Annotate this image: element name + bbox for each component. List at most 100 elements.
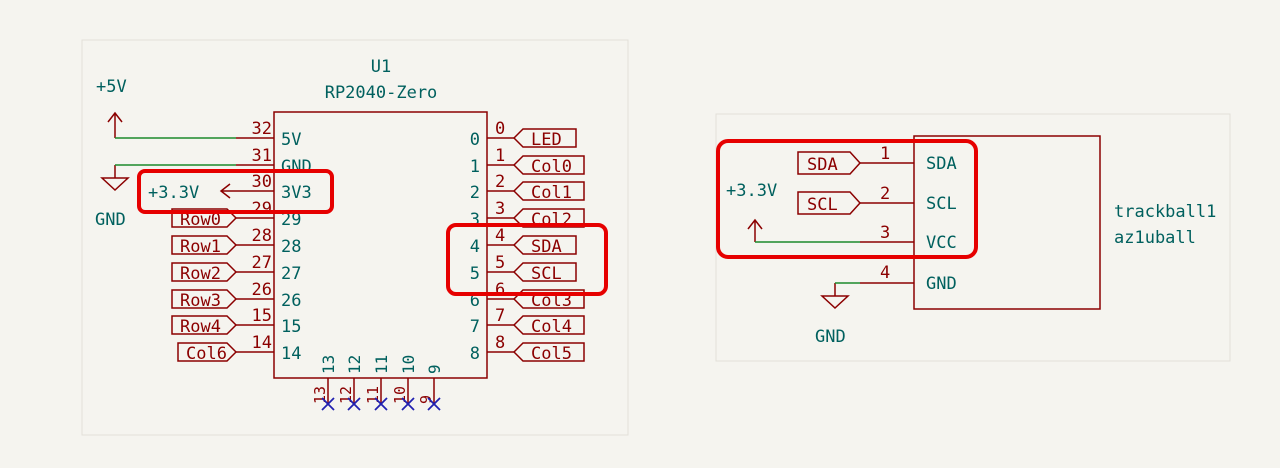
trackball-pin-number: 1	[880, 144, 890, 164]
trackball-pin-name: GND	[926, 274, 957, 294]
u1-pin-number: 9	[417, 395, 435, 404]
u1-pin-name: 4	[470, 237, 480, 257]
sheet-frame-left	[81, 39, 629, 436]
u1-component[interactable]: U1 RP2040-Zero	[236, 57, 514, 404]
trackball-pin-name: VCC	[926, 233, 957, 253]
u1-pin-name: 1	[470, 157, 480, 177]
u1-pin-name: 5	[470, 264, 480, 284]
trackball-gnd-symbol[interactable]: GND	[815, 283, 850, 347]
net-label[interactable]: Col5	[531, 344, 572, 364]
u1-pin-name: 11	[372, 355, 391, 374]
highlight-sda-scl	[446, 223, 608, 296]
u1-pin-name: 26	[281, 291, 301, 311]
no-connect-markers	[321, 397, 441, 411]
u1-pin-number: 28	[252, 226, 272, 246]
u1-pin-name: 2	[470, 183, 480, 203]
u1-pin-number: 15	[252, 306, 272, 326]
trackball-ref: trackball1	[1114, 202, 1216, 222]
net-label[interactable]: Row3	[180, 291, 221, 311]
power-arrow-icon	[747, 218, 763, 242]
u1-pin-name: 13	[319, 355, 338, 374]
power-5v-label: +5V	[96, 77, 127, 97]
trackball-3v3-symbol[interactable]: +3.3V	[726, 181, 777, 242]
u1-body	[273, 111, 488, 379]
trackball-value: az1uball	[1114, 228, 1196, 248]
highlight-3v3	[137, 169, 334, 214]
u1-pin-number: 8	[495, 333, 505, 353]
u1-pin-name: 3	[470, 210, 480, 230]
trackball-component[interactable]: 1 2 3 4 SDA SCL VCC GND trackball1 az1ub…	[860, 135, 1216, 310]
net-label[interactable]: SCL	[807, 195, 838, 215]
u1-pin-name: GND	[281, 157, 312, 177]
u1-pin-number: 7	[495, 306, 505, 326]
trackball-pin-name: SDA	[926, 154, 957, 174]
u1-pin-number: 5	[495, 253, 505, 273]
u1-pin-name: 9	[425, 364, 444, 374]
u1-pin-number: 29	[252, 199, 272, 219]
u1-pin-name: 8	[470, 344, 480, 364]
u1-pin-name: 27	[281, 264, 301, 284]
net-label[interactable]: LED	[531, 130, 562, 150]
net-label[interactable]: Col6	[186, 344, 227, 364]
net-label[interactable]: SCL	[531, 264, 562, 284]
u1-pin-number: 32	[252, 119, 272, 139]
gnd-label: GND	[95, 210, 126, 230]
right-label-shapes	[512, 128, 585, 362]
u1-pin-number: 6	[495, 280, 505, 300]
left-label-shapes	[171, 208, 238, 362]
net-label[interactable]: Row0	[180, 210, 221, 230]
net-label[interactable]: SDA	[531, 237, 562, 257]
u1-pin-number: 2	[495, 172, 505, 192]
u1-right-pin-lines	[487, 137, 514, 353]
u1-pin-number: 31	[252, 146, 272, 166]
u1-pin-name: 5V	[281, 130, 301, 150]
trackball-3v3-label: +3.3V	[726, 181, 777, 201]
trackball-gnd-label: GND	[815, 327, 846, 347]
trackball-pin-number: 4	[880, 263, 890, 283]
u1-pin-name: 6	[470, 291, 480, 311]
ground-icon	[820, 283, 850, 310]
u1-pin-number: 3	[495, 199, 505, 219]
trackball-pin-name: SCL	[926, 194, 957, 214]
u1-pin-name: 10	[399, 355, 418, 374]
u1-pin-name: 29	[281, 210, 301, 230]
power-5v-symbol[interactable]: +5V	[96, 77, 127, 138]
net-label[interactable]: Row1	[180, 237, 221, 257]
u1-pin-number: 0	[495, 119, 505, 139]
u1-pin-name: 7	[470, 317, 480, 337]
net-label[interactable]: Row4	[180, 317, 221, 337]
u1-pin-name: 14	[281, 344, 301, 364]
u1-pin-name: 12	[345, 355, 364, 374]
u1-pin-name: 3V3	[281, 183, 312, 203]
u1-left-pin-lines	[236, 137, 274, 353]
trackball-label-shapes	[797, 151, 862, 215]
u1-bottom-pin-lines	[327, 378, 435, 404]
power-arrow-icon	[219, 183, 236, 199]
u1-pin-name: 28	[281, 237, 301, 257]
gnd-symbol[interactable]: GND	[95, 165, 130, 230]
highlight-trackball-pins	[716, 139, 978, 259]
u1-value: RP2040-Zero	[325, 83, 438, 103]
trackball-pin-number: 3	[880, 223, 890, 243]
u1-pin-number: 30	[252, 172, 272, 192]
power-3v3-symbol[interactable]: +3.3V	[148, 183, 236, 203]
u1-pin-name: 0	[470, 130, 480, 150]
trackball-pin-number: 2	[880, 184, 890, 204]
trackball-body	[913, 135, 1101, 310]
trackball-pin-lines	[860, 162, 914, 284]
net-label[interactable]: Row2	[180, 264, 221, 284]
ground-icon	[100, 165, 130, 192]
u1-pin-number: 27	[252, 253, 272, 273]
net-label[interactable]: SDA	[807, 155, 838, 175]
u1-pin-number: 1	[495, 146, 505, 166]
u1-pin-number: 26	[252, 280, 272, 300]
power-3v3-label: +3.3V	[148, 183, 199, 203]
net-label[interactable]: Col0	[531, 157, 572, 177]
power-arrow-icon	[107, 111, 123, 138]
u1-ref: U1	[371, 57, 391, 77]
net-label[interactable]: Col4	[531, 317, 572, 337]
u1-pin-number: 4	[495, 226, 505, 246]
net-label[interactable]: Col1	[531, 183, 572, 203]
u1-pin-name: 15	[281, 317, 301, 337]
